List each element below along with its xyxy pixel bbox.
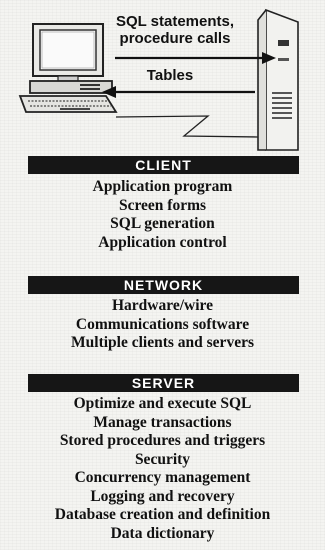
network-feature-list: Hardware/wire Communications software Mu… — [10, 297, 315, 353]
server-feature-list: Optimize and execute SQL Manage transact… — [10, 395, 315, 543]
list-item: Logging and recovery — [90, 487, 235, 505]
server-section-header: SERVER — [28, 374, 299, 392]
response-label: Tables — [146, 67, 194, 84]
client-section-header: CLIENT — [28, 156, 299, 174]
request-arrow-icon — [115, 52, 276, 64]
client-server-diagram: SQL statements, procedure calls Tables — [0, 0, 325, 160]
list-item: Communications software — [75, 315, 250, 333]
list-item: SQL generation — [110, 215, 215, 232]
list-item: Application program — [92, 178, 233, 195]
list-item: Optimize and execute SQL — [73, 395, 252, 412]
list-item: Concurrency management — [74, 469, 251, 486]
client-computer-icon — [18, 23, 118, 113]
server-tower-icon — [257, 8, 299, 151]
list-item: Data dictionary — [110, 524, 215, 542]
network-section-header: NETWORK — [28, 276, 299, 294]
response-arrow-icon — [102, 86, 255, 98]
request-label: SQL statements, procedure calls — [100, 13, 250, 47]
list-item: Screen forms — [118, 196, 207, 214]
diagram-graphics — [18, 8, 299, 151]
request-label-line2: procedure calls — [119, 30, 231, 47]
list-item: Multiple clients and servers — [71, 334, 254, 351]
client-feature-list: Application program Screen forms SQL gen… — [10, 178, 315, 252]
network-link-icon — [115, 115, 259, 138]
list-item: Manage transactions — [93, 413, 232, 431]
list-item: Hardware/wire — [111, 297, 213, 314]
request-label-line1: SQL statements, — [115, 13, 235, 30]
list-item: Security — [134, 450, 191, 468]
list-item: Application control — [98, 233, 227, 251]
list-item: Database creation and definition — [54, 506, 271, 523]
list-item: Stored procedures and triggers — [59, 432, 266, 449]
